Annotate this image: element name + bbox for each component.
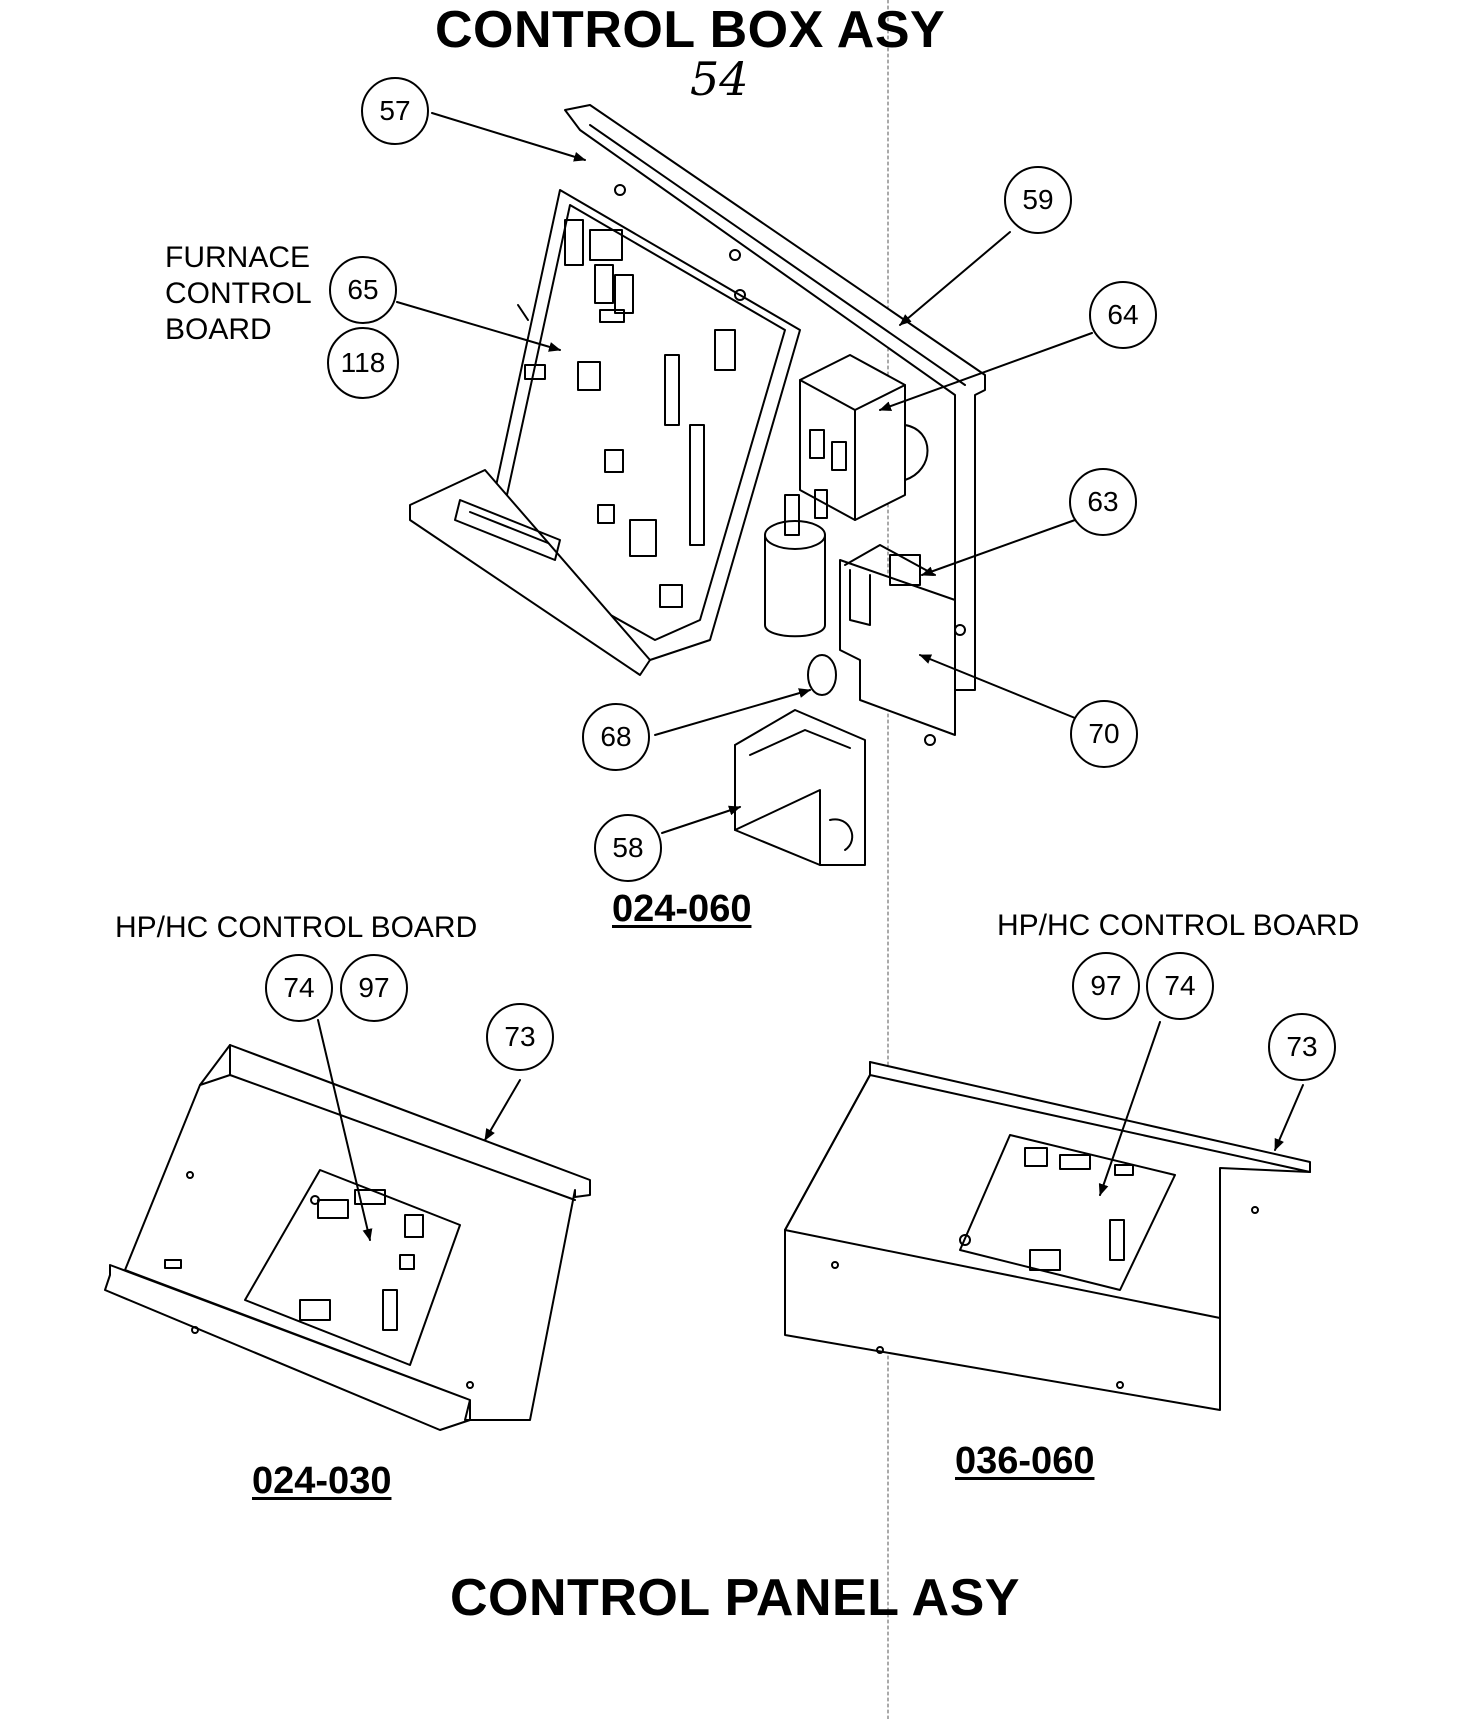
callout-97-right[interactable]: 97	[1072, 952, 1140, 1020]
page-title: CONTROL BOX ASY	[435, 1, 946, 59]
callout-57[interactable]: 57	[361, 77, 429, 145]
leader-arrows	[317, 112, 1304, 1241]
model-label-024-030: 024-030	[252, 1460, 392, 1502]
right-control-panel-drawing	[784, 1061, 1311, 1411]
callout-63[interactable]: 63	[1069, 468, 1137, 536]
callout-118[interactable]: 118	[327, 327, 399, 399]
callout-74-right[interactable]: 74	[1146, 952, 1214, 1020]
left-hp-hc-board-label: HP/HC CONTROL BOARD	[115, 911, 478, 944]
furnace-control-board-label: FURNACE CONTROL BOARD	[165, 240, 312, 348]
callout-73-right[interactable]: 73	[1268, 1013, 1336, 1081]
callout-73-left[interactable]: 73	[486, 1003, 554, 1071]
left-control-panel-drawing	[104, 1044, 591, 1431]
callout-59[interactable]: 59	[1004, 166, 1072, 234]
callout-70[interactable]: 70	[1070, 700, 1138, 768]
callout-68[interactable]: 68	[582, 703, 650, 771]
footer-title: CONTROL PANEL ASY	[450, 1569, 1020, 1627]
callout-64[interactable]: 64	[1089, 281, 1157, 349]
board-label-line: CONTROL	[165, 277, 312, 310]
callout-58[interactable]: 58	[594, 814, 662, 882]
callout-74-left[interactable]: 74	[265, 954, 333, 1022]
callout-65[interactable]: 65	[329, 256, 397, 324]
model-label-024-060: 024-060	[612, 888, 752, 930]
control-box-assembly	[409, 104, 986, 866]
board-label-line: BOARD	[165, 313, 272, 346]
page-number-handwritten: 54	[690, 52, 749, 106]
right-hp-hc-board-label: HP/HC CONTROL BOARD	[997, 909, 1360, 942]
model-label-036-060: 036-060	[955, 1440, 1095, 1482]
board-label-line: FURNACE	[165, 241, 311, 274]
callout-97-left[interactable]: 97	[340, 954, 408, 1022]
